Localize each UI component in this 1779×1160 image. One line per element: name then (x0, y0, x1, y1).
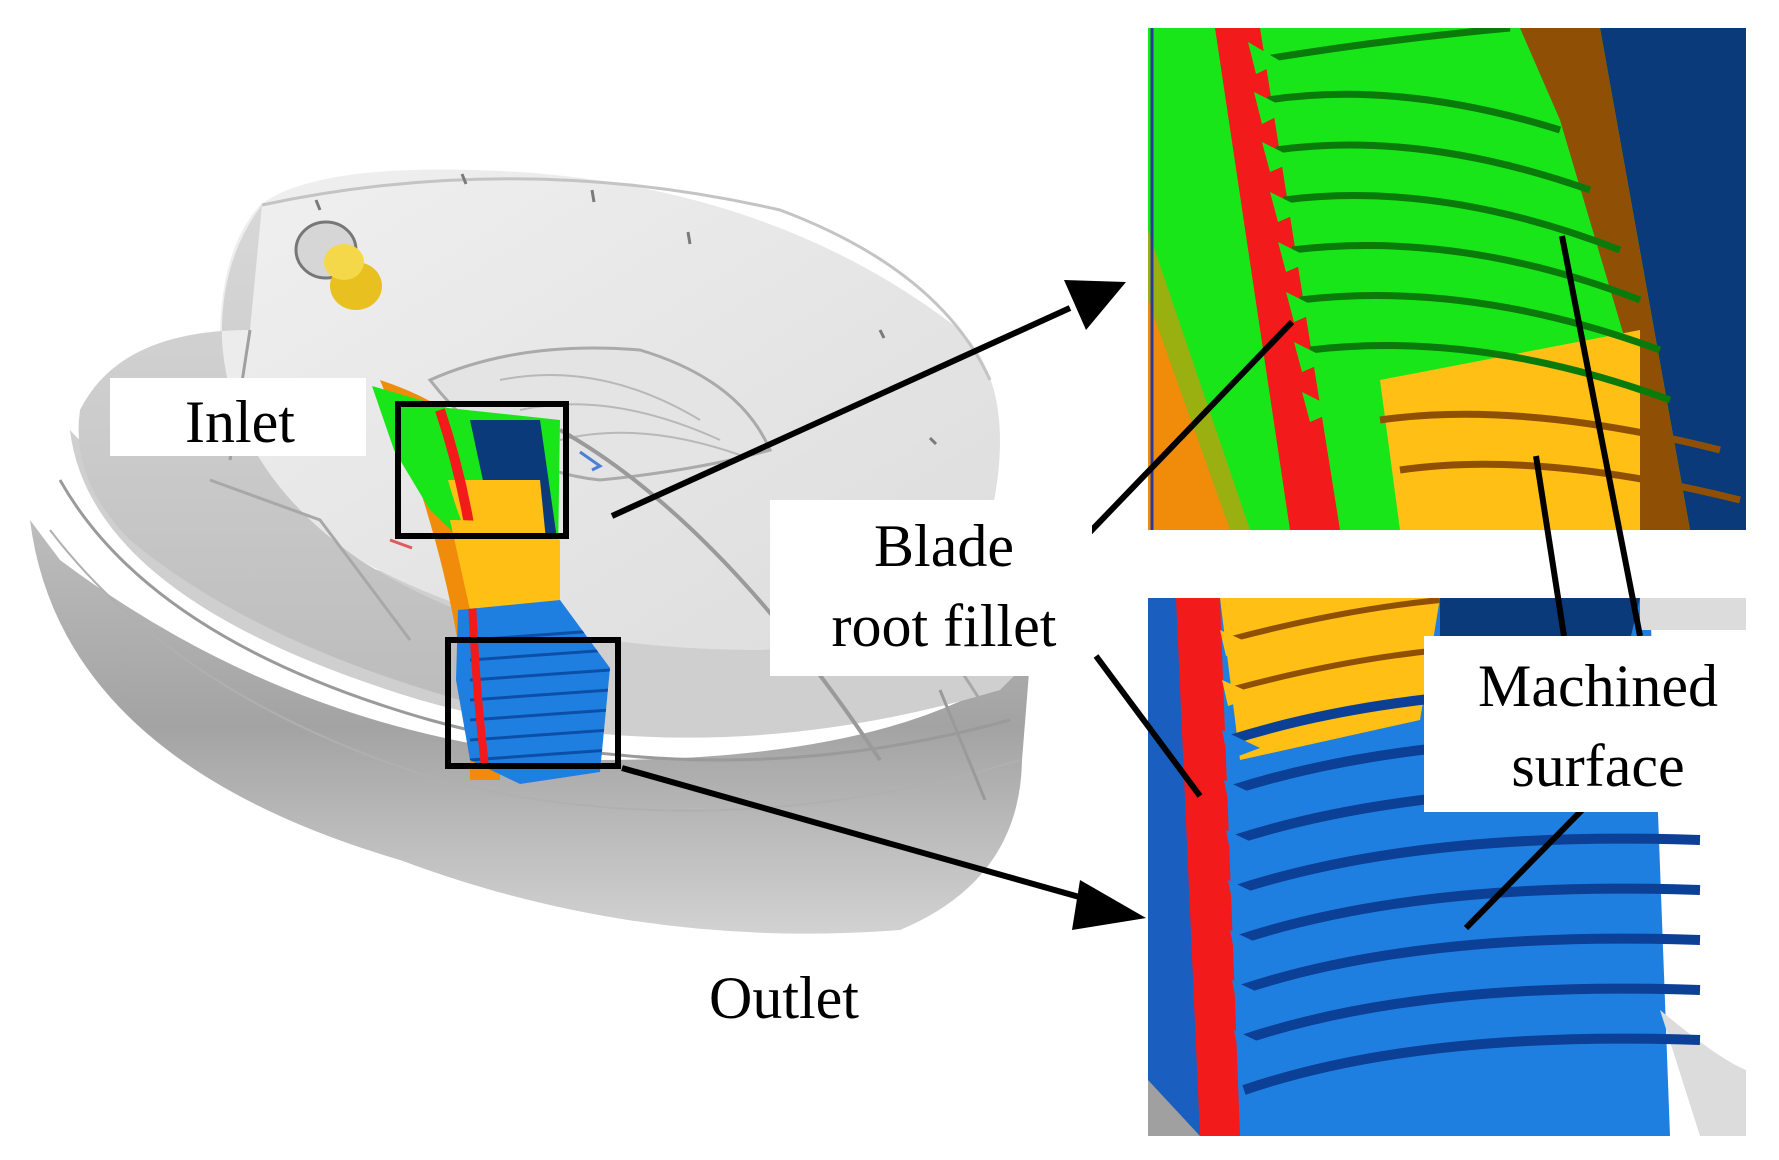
fillet-label-bg (770, 500, 1092, 676)
inlet-label-bg (110, 378, 366, 456)
outlet-zoom-box (445, 637, 621, 769)
leader-fillet-bottom (1093, 654, 1203, 798)
inlet-label: Inlet (185, 389, 295, 455)
impeller-shroud-left (78, 205, 521, 700)
fillet-label-line2: root fillet (832, 593, 1057, 659)
machined-label-line1: Machined (1478, 653, 1718, 719)
outlet-label: Outlet (709, 965, 859, 1031)
arrowhead-icon (1064, 280, 1126, 330)
inlet-zoom-panel (1148, 28, 1746, 530)
machined-label-bg (1424, 636, 1746, 812)
leader-machined-3 (1463, 803, 1589, 931)
inlet-zoom-box (395, 401, 569, 539)
machined-label-line2: surface (1511, 733, 1684, 799)
leader-machined-2 (1533, 455, 1567, 637)
impeller-base-band (30, 520, 1030, 934)
leader-fillet-top (1087, 319, 1295, 535)
arrowhead-icon (1072, 880, 1146, 930)
leader-machined-1 (1559, 235, 1643, 637)
fillet-label-line1: Blade (874, 513, 1014, 579)
zoom-arrow-bottom (621, 765, 1146, 930)
zoom-arrow-top (610, 280, 1126, 519)
